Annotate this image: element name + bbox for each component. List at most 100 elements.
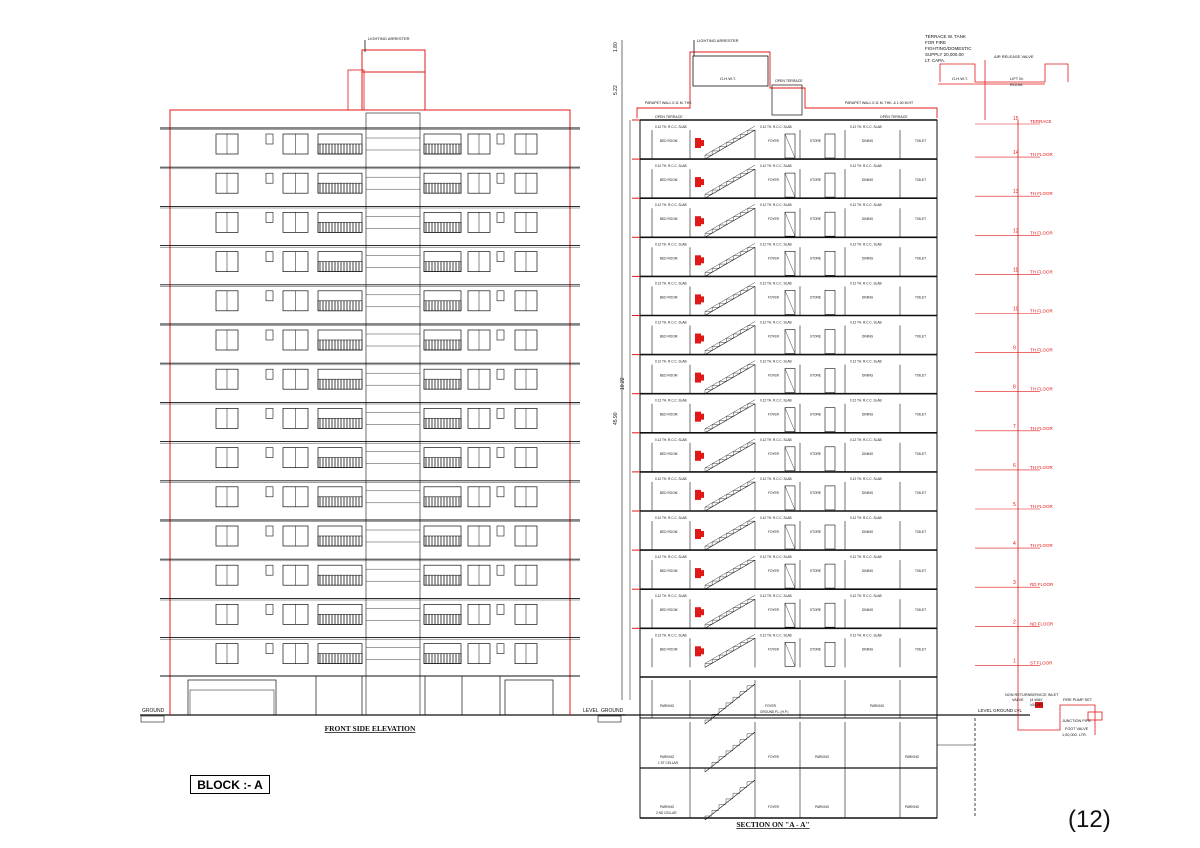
stair-tread [719,381,727,386]
stair-tread [733,529,741,534]
stair-flight [704,207,756,238]
room-label-dining: DINING [862,647,874,651]
block-label: BLOCK :- A [190,775,270,794]
section-a-a: 0.12 TH. R.C.C. SLAB 0.12 TH. R.C.C. SLAB… [598,38,1054,829]
elevation-balcony-rail [317,261,363,272]
ground-hatch-right [597,715,622,723]
section-floor-group: 0.12 TH. R.C.C. SLAB 0.12 TH. R.C.C. SLAB… [632,119,937,818]
room-label-bed: BED ROOM [660,374,678,378]
room-label-foyer: FOYER [768,256,780,260]
stair-flight [704,286,756,316]
room-label-bed: BED ROOM [660,569,678,573]
section-door [784,407,796,433]
slab-label: 0.12 TH. R.C.C. SLAB [655,281,687,285]
room-label-foyer: FOYER [768,569,780,573]
slab-label: 0.12 TH. R.C.C. SLAB [655,360,687,364]
riser-floor-label: TH FLOOR [1030,543,1054,548]
service-inlet-line-2: (4 WAY [1030,698,1043,702]
section-door [824,563,836,589]
stair-tread [704,663,713,668]
elevation-ground-label: GROUND [142,708,165,714]
room-label-toilet: TOILET [915,335,926,339]
section-door [784,211,796,237]
room-label-bed: BED ROOM [660,491,678,495]
section-door [784,485,796,511]
section-ohwt [692,55,769,87]
stair-tread [733,333,741,338]
stair-tread [746,733,754,738]
stair-flight [704,125,756,156]
room-label-dining: DINING [862,530,874,534]
elevation-balcony-rail [423,222,462,233]
section-lightning-label: LIGHTING ARRESTER [697,38,739,43]
ground-floor-label: GROUND FL. (H.P.) [760,710,788,714]
stair-flight [704,520,756,551]
room-label-bed: BED ROOM [660,608,678,612]
elevation-balcony-rail [317,457,363,468]
stair-tread [719,302,727,308]
section-door-swing [784,446,796,471]
parking-label: PARKING [660,805,675,809]
stair-tread [733,255,741,260]
stair-flight [704,247,756,277]
hydrant-symbol [701,374,704,381]
room-label-store: STORE [810,178,821,182]
room-label-foyer: FOYER [768,413,780,417]
hydrant-symbol [701,257,704,264]
section-door [784,251,796,276]
hydrant-symbol [701,179,704,186]
stair-flight [704,360,756,390]
elevation-balcony-rail [423,535,462,547]
stair-tread [747,286,755,291]
stair-tread [747,169,755,174]
section-door [784,524,796,550]
stair-core [365,112,421,716]
stair-flight [704,325,756,355]
stair-tread [704,350,713,355]
stair-tread [704,585,713,590]
stair-tread [719,342,727,347]
elevation-small-window [265,212,274,223]
stair-tread [732,745,740,750]
elevation-balcony-rail [317,143,363,155]
room-label-foyer: FOYER [768,491,780,495]
riser-floor-number: 7 [1013,424,1016,430]
section-door-swing [784,407,796,432]
stair-tread [704,545,713,551]
slab-label: 0.12 TH. R.C.C. SLAB [760,281,792,285]
slab-label: 0.12 TH. R.C.C. SLAB [655,438,687,442]
tank-capacity-label: 1,00,000. LTR. [1062,733,1087,737]
elevation-balcony-rail [317,222,363,233]
elevation-lightning-label: LIGHTING ARRESTER [368,36,410,41]
stair-tread [726,416,734,421]
stair-tread [711,619,720,625]
elevation-level-label: LEVEL [583,708,599,714]
stair-flight [704,779,756,821]
foyer-label: FOYER [768,805,780,809]
section-door [784,641,796,667]
stair-tread [726,142,734,147]
elevation-balcony-rail [423,418,462,429]
foyer-label: FOYER [768,755,780,759]
elevation-red-outline [169,71,571,715]
room-label-bed: BED ROOM [660,178,678,182]
riser-floor-number: 4 [1013,541,1016,547]
section-door-swing [784,642,796,667]
section-ohwt-label: O.H.W.T. [720,76,736,81]
stair-tread [711,580,720,586]
riser-floor-number: 2 [1013,619,1016,625]
hydrant-symbol [701,335,704,342]
hydrant-symbol [695,568,701,579]
stair-tread [704,272,713,277]
elevation-head-room [347,69,365,111]
service-inlet-line-3: VALVE) [1030,703,1044,707]
riser-floor-label: TH FLOOR [1030,309,1054,314]
stair-tread [718,756,726,761]
stair-tread [747,520,755,526]
slab-label: 0.12 TH. R.C.C. SLAB [850,360,882,364]
stair-tread [733,451,741,456]
stair-tread [726,337,734,343]
elevation-small-window [265,643,274,654]
section-door [784,368,796,393]
